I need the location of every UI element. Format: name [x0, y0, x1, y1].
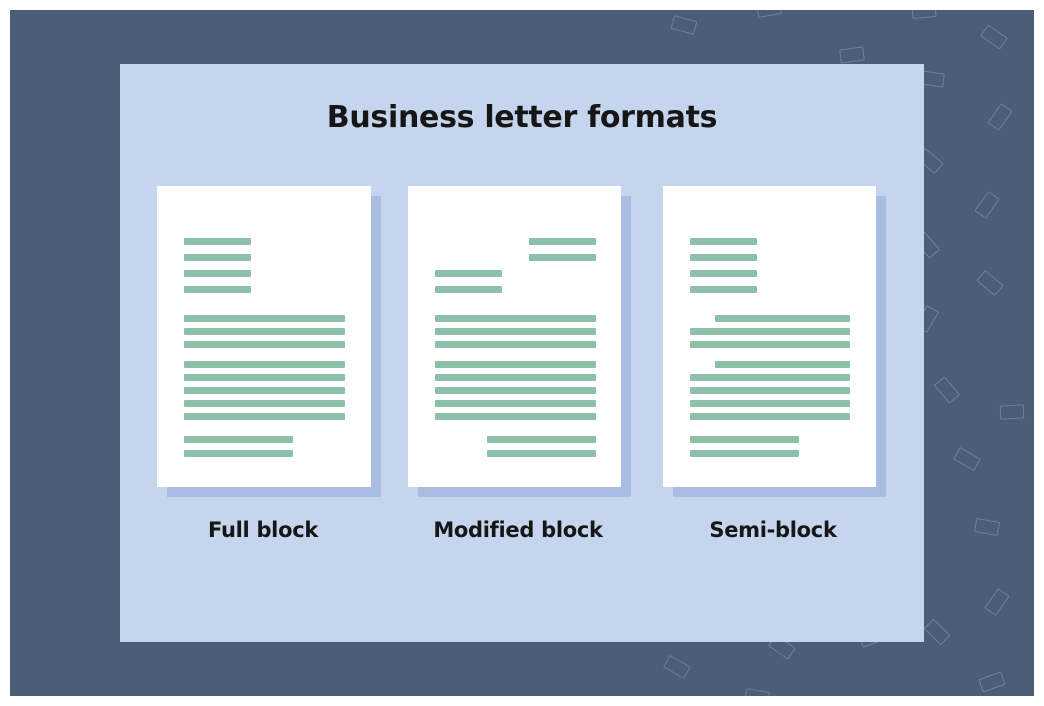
decorative-rectangle-icon — [839, 46, 865, 64]
decorative-rectangle-icon — [743, 688, 771, 696]
decorative-rectangle-icon — [755, 10, 783, 18]
full-block-letter-page — [157, 186, 371, 487]
text-line-placeholder — [715, 361, 850, 368]
diagram-title: Business letter formats — [326, 100, 718, 135]
text-line-placeholder — [529, 254, 596, 261]
text-line-placeholder — [184, 400, 345, 407]
decorative-rectangle-icon — [663, 654, 691, 680]
text-line-placeholder — [435, 413, 596, 420]
text-line-placeholder — [690, 328, 850, 335]
text-line-placeholder — [184, 270, 251, 277]
text-line-placeholder — [184, 436, 293, 443]
text-line-placeholder — [690, 374, 850, 381]
text-line-placeholder — [690, 450, 799, 457]
decorative-rectangle-icon — [984, 588, 1010, 616]
text-line-placeholder — [184, 315, 345, 322]
text-line-placeholder — [184, 328, 345, 335]
text-line-placeholder — [435, 315, 596, 322]
text-line-placeholder — [487, 436, 596, 443]
text-line-placeholder — [715, 315, 850, 322]
text-line-placeholder — [690, 238, 757, 245]
text-line-placeholder — [487, 450, 596, 457]
text-line-placeholder — [184, 374, 345, 381]
text-line-placeholder — [690, 254, 757, 261]
text-line-placeholder — [184, 387, 345, 394]
semi-block-label: Semi-block — [709, 518, 837, 542]
text-line-placeholder — [435, 361, 596, 368]
text-line-placeholder — [435, 341, 596, 348]
semi-block-letter-page — [663, 186, 876, 487]
text-line-placeholder — [184, 341, 345, 348]
text-line-placeholder — [435, 286, 502, 293]
text-line-placeholder — [184, 286, 251, 293]
text-line-placeholder — [690, 270, 757, 277]
decorative-rectangle-icon — [911, 10, 937, 20]
decorative-rectangle-icon — [973, 518, 1001, 536]
modified-block-label: Modified block — [433, 518, 603, 542]
text-line-placeholder — [184, 361, 345, 368]
decorative-rectangle-icon — [923, 618, 951, 646]
text-line-placeholder — [690, 341, 850, 348]
text-line-placeholder — [690, 400, 850, 407]
text-line-placeholder — [690, 387, 850, 394]
text-line-placeholder — [435, 270, 502, 277]
decorative-rectangle-icon — [978, 671, 1006, 693]
full-block-label: Full block — [207, 518, 319, 542]
text-line-placeholder — [529, 238, 596, 245]
modified-block-letter-page — [408, 186, 621, 487]
text-line-placeholder — [184, 450, 293, 457]
decorative-rectangle-icon — [999, 404, 1025, 420]
decorative-rectangle-icon — [933, 376, 961, 404]
decorative-rectangle-icon — [980, 24, 1008, 50]
decorative-rectangle-icon — [670, 15, 698, 35]
text-line-placeholder — [435, 374, 596, 381]
text-line-placeholder — [435, 328, 596, 335]
decorative-rectangle-icon — [974, 191, 1000, 219]
decorative-rectangle-icon — [976, 269, 1004, 297]
text-line-placeholder — [184, 413, 345, 420]
text-line-placeholder — [184, 254, 251, 261]
text-line-placeholder — [435, 400, 596, 407]
decorative-rectangle-icon — [953, 446, 981, 472]
text-line-placeholder — [690, 436, 799, 443]
text-line-placeholder — [184, 238, 251, 245]
text-line-placeholder — [690, 413, 850, 420]
text-line-placeholder — [435, 387, 596, 394]
text-line-placeholder — [690, 286, 757, 293]
